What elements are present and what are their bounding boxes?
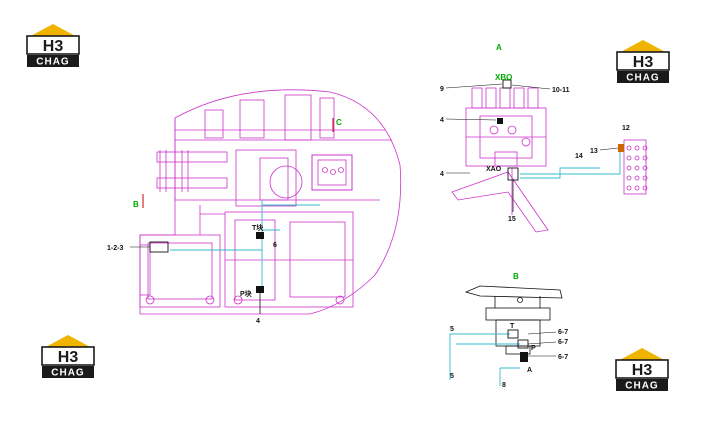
logo-mark: H3 — [633, 54, 654, 71]
label-xao: XAO — [486, 166, 502, 173]
marker-b-label: B — [133, 200, 139, 209]
marker-c-label: C — [336, 118, 342, 127]
callout-4-lower: 4 — [440, 171, 444, 178]
h3-logo-icon: H3 CHAG — [41, 335, 95, 379]
view-b-fittings — [507, 329, 557, 362]
callout-6-7-c: 6-7 — [558, 354, 568, 361]
frame-outline — [139, 89, 402, 315]
callout-4-upper: 4 — [440, 117, 444, 124]
callout-5-lower: 5 — [450, 373, 454, 380]
callout-6-7-b: 6-7 — [558, 339, 568, 346]
main-view-hoses — [170, 200, 320, 292]
view-a-valve — [465, 87, 547, 167]
callout-t-block: T块 — [252, 223, 264, 232]
callout-1-2-3: 1-2-3 — [107, 245, 123, 252]
callout-15: 15 — [508, 216, 516, 223]
logo-top-right: H3 CHAG — [614, 38, 672, 84]
callout-13: 13 — [590, 148, 598, 155]
view-a-valve-bank — [623, 139, 648, 195]
logo-text: CHAG — [36, 57, 69, 68]
callout-5-upper: 5 — [450, 326, 454, 333]
logo-bottom-left: H3 CHAG — [39, 333, 97, 379]
view-a-title: A — [496, 43, 502, 52]
h3-logo-icon: H3 CHAG — [616, 40, 670, 84]
label-t-port: T — [510, 323, 515, 330]
main-view — [139, 89, 402, 315]
h3-logo-icon: H3 CHAG — [26, 24, 80, 68]
view-b-hoses — [449, 333, 520, 386]
view-b-title: B — [513, 272, 519, 281]
h3-logo-icon: H3 CHAG — [615, 348, 669, 392]
callout-4: 4 — [256, 318, 260, 325]
logo-text: CHAG — [625, 381, 658, 392]
label-a-port: A — [527, 367, 532, 374]
callout-p-block: P块 — [240, 289, 253, 298]
logo-text: CHAG — [626, 73, 659, 84]
label-xbo: XBO — [495, 73, 512, 82]
callout-6-7-a: 6-7 — [558, 329, 568, 336]
logo-text: CHAG — [51, 368, 84, 379]
callout-14: 14 — [575, 153, 583, 160]
view-a-hoses — [520, 150, 621, 179]
logo-top-left: H3 CHAG — [24, 22, 82, 68]
callout-6: 6 — [273, 242, 277, 249]
callout-8: 8 — [502, 382, 506, 389]
callout-12: 12 — [622, 125, 630, 132]
callout-9: 9 — [440, 86, 444, 93]
label-p-port: P — [531, 345, 536, 352]
logo-mark: H3 — [632, 362, 653, 379]
logo-mark: H3 — [58, 349, 79, 366]
main-view-fittings — [149, 232, 264, 314]
logo-bottom-right: H3 CHAG — [613, 346, 671, 392]
view-a-fittings — [497, 79, 624, 212]
callout-10-11: 10-11 — [552, 87, 570, 94]
logo-mark: H3 — [43, 38, 64, 55]
